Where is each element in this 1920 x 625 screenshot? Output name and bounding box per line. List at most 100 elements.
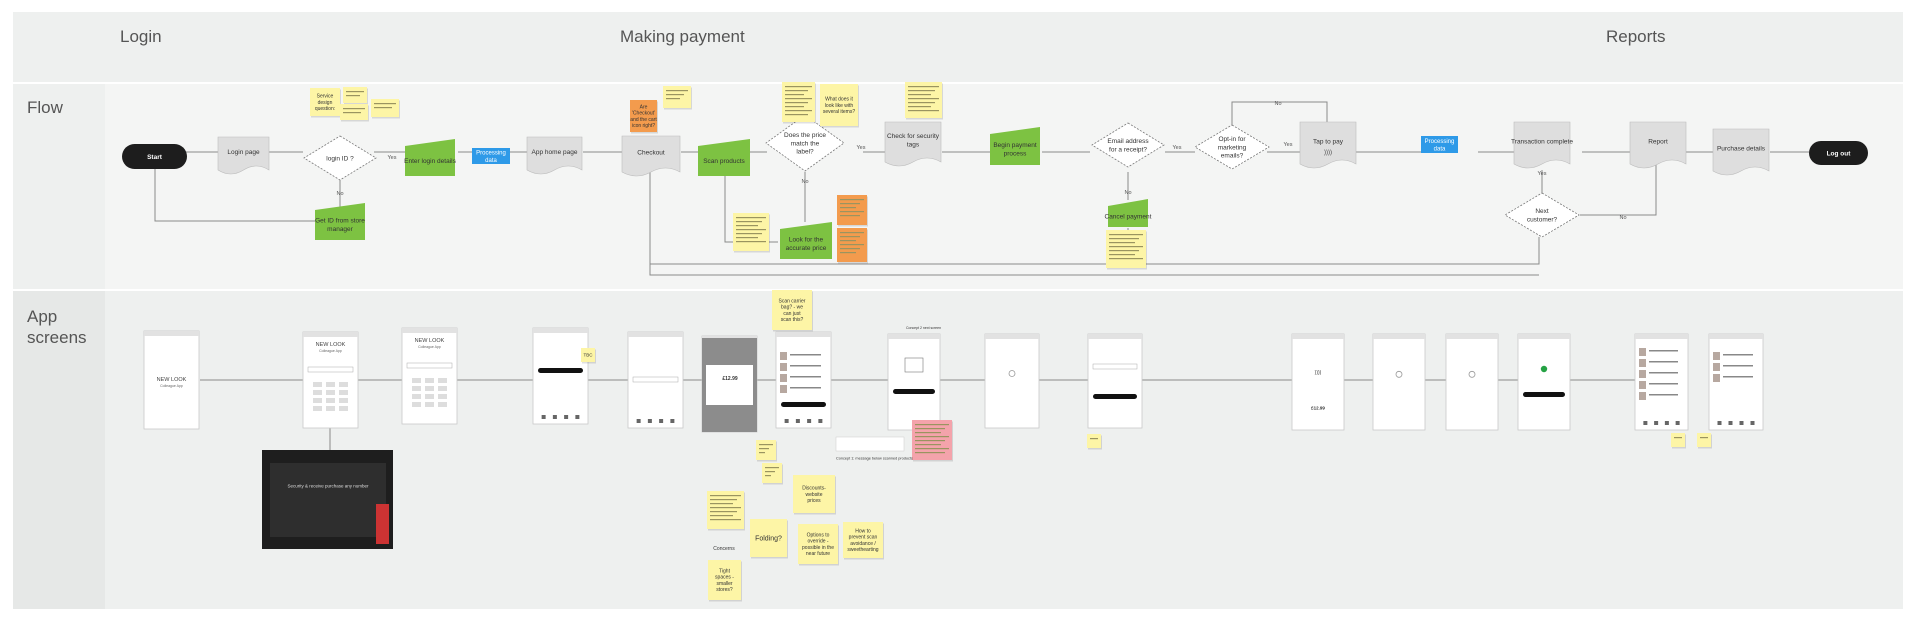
note-6-scribble	[908, 94, 931, 96]
screen-complete-button	[1523, 392, 1565, 397]
screen-login-keypad-key	[326, 382, 335, 387]
processing-data-node-2	[1421, 136, 1458, 153]
note-5-scribble	[785, 114, 808, 116]
enter-login-details-node-label: Enter login details	[404, 158, 456, 165]
screen-cart-row-text	[790, 354, 821, 356]
note-5-scribble	[785, 102, 808, 104]
screen-login-keypad-brand: NEW LOOK	[316, 342, 346, 348]
screen-login-splash-brand: NEW LOOK	[157, 377, 187, 383]
note-12-scribble	[915, 448, 949, 450]
opt-in-decision	[1194, 124, 1270, 170]
screen-checkout-tab-icon	[659, 419, 664, 423]
start-terminal	[122, 144, 187, 169]
note-4-scribble	[666, 90, 688, 92]
screen-login-keypad-2-statusbar	[402, 328, 457, 333]
screen-purchase-details-thumb	[1713, 374, 1720, 382]
screen-report-row-text	[1649, 350, 1678, 352]
screen-login-keypad-key	[326, 390, 335, 395]
note-14-scribble	[765, 471, 775, 473]
note-folding	[750, 519, 787, 557]
note-13-scribble	[759, 448, 769, 450]
begin-payment-node	[990, 127, 1040, 165]
note-15	[1087, 434, 1101, 448]
note-8-scribble	[840, 215, 860, 217]
concept1-caption: Concept 1: message below scanned product…	[836, 456, 913, 460]
no-label: No	[1619, 215, 1626, 221]
screen-checkout-tab-icon	[636, 419, 641, 423]
connector	[649, 168, 1540, 265]
app-home-page-node	[526, 136, 583, 175]
screen-login-keypad-2-key	[425, 394, 434, 399]
note-9-scribble	[840, 232, 864, 234]
screen-cart-tab-icon	[818, 419, 823, 423]
note-12-scribble	[915, 440, 945, 442]
screen-report-row-text	[1649, 372, 1678, 374]
note-1-scribble	[346, 95, 360, 97]
note-discounts	[793, 475, 835, 513]
note-6-scribble	[908, 86, 939, 88]
screen-spinner-2	[1372, 333, 1426, 431]
screen-login-keypad-key	[326, 398, 335, 403]
screen-login-keypad-2-key	[438, 402, 447, 407]
screen-spinner-2-spinner-icon	[1395, 370, 1403, 378]
login-page-node-label: Login page	[227, 149, 260, 156]
note-14	[762, 463, 782, 483]
note-12-scribble	[915, 424, 949, 426]
note-14-scribble	[765, 475, 771, 477]
screen-login-keypad-2-key	[412, 378, 421, 383]
log-out-terminal-label: Log out	[1827, 150, 1852, 157]
screen-report-thumb	[1639, 359, 1646, 367]
screen-purchase-details-tab-icon	[1717, 421, 1722, 425]
flow-lane	[13, 84, 1903, 289]
screen-report-thumb	[1639, 348, 1646, 356]
screen-email-button	[1093, 394, 1137, 399]
screen-report-tab-icon	[1643, 421, 1648, 425]
note-10-scribble	[1109, 246, 1143, 248]
screen-login-keypad-key	[313, 390, 322, 395]
note-13	[756, 440, 776, 460]
screen-report-row-text	[1649, 361, 1678, 363]
checkout-node	[621, 135, 681, 177]
tap-to-pay-node-label: Tap to pay	[1313, 138, 1344, 145]
note-10-scribble	[1109, 238, 1139, 240]
note-8-scribble	[840, 199, 864, 201]
screen-email	[1087, 333, 1143, 429]
note-16-scribble	[1674, 437, 1682, 439]
next-customer-decision	[1504, 192, 1580, 238]
screen-login-keypad-key	[339, 406, 348, 411]
note-5-scribble	[785, 94, 804, 96]
enter-login-details-node	[405, 139, 455, 176]
concept2-caption: Concept 2 next screen	[906, 326, 941, 330]
screen-spinner-3-spinner-icon	[1468, 370, 1476, 378]
note-4	[663, 86, 691, 108]
screen-login-keypad-2-brand: NEW LOOK	[415, 338, 445, 344]
screen-home-tab-icon	[552, 415, 557, 419]
note-6-scribble	[908, 106, 931, 108]
screen-cart-row-text	[790, 387, 821, 389]
note-9-scribble	[840, 236, 860, 238]
app-lane-header	[13, 291, 105, 609]
note-6-scribble	[908, 102, 935, 104]
log-out-terminal	[1809, 141, 1868, 165]
yes-label: Yes	[388, 155, 397, 161]
note-7-scribble	[736, 217, 766, 219]
note-13-scribble	[759, 444, 773, 446]
screen-email-field	[1092, 363, 1138, 370]
note-10-scribble	[1109, 234, 1143, 236]
note-12-scribble	[915, 436, 949, 438]
success-check-icon	[1540, 365, 1548, 373]
note-5-scribble	[785, 98, 812, 100]
transaction-complete-node-label: Transaction complete	[1511, 138, 1573, 145]
screen-cart-tab-icon	[807, 419, 812, 423]
lock-icon	[904, 357, 924, 373]
screen-home-tab-icon	[564, 415, 569, 419]
note-6-scribble	[908, 98, 939, 100]
note-11	[707, 491, 744, 529]
